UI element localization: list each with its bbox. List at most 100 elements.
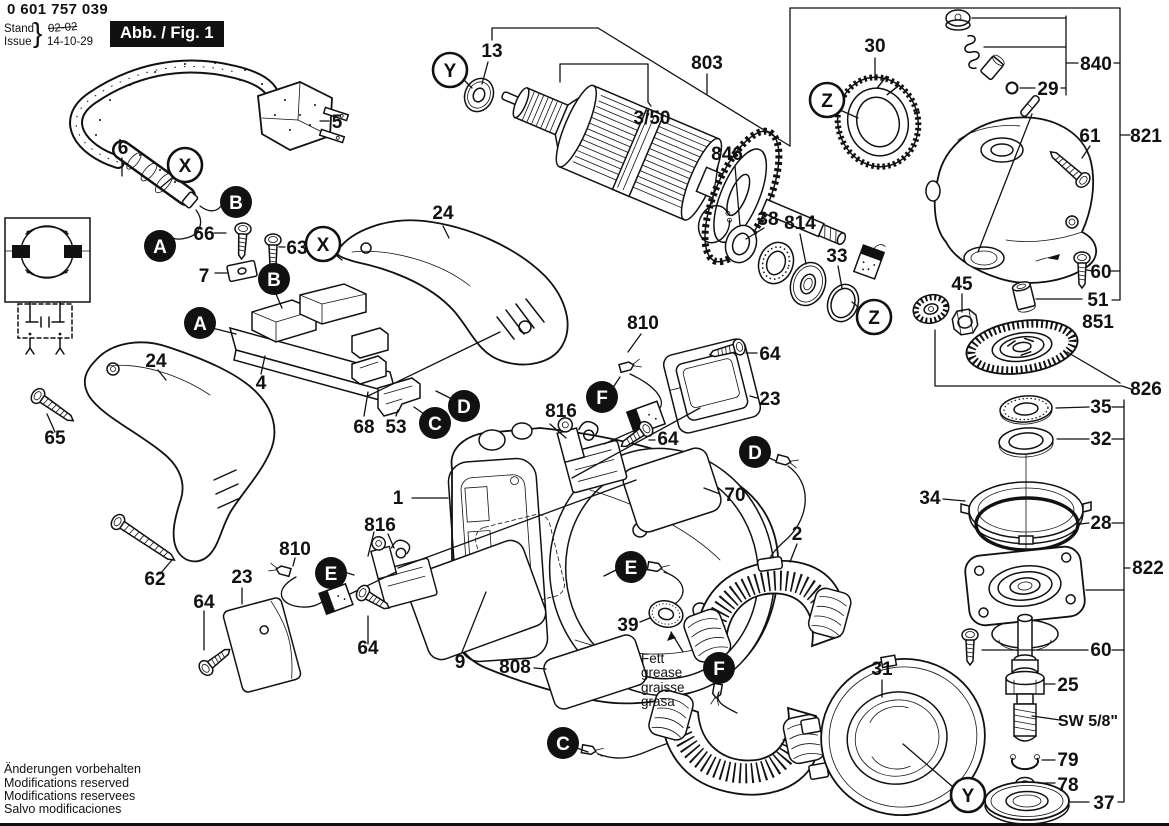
callout-38: 38 — [757, 209, 778, 230]
washer-38 — [724, 224, 758, 264]
document-number: 0 601 757 039 — [7, 1, 109, 18]
svg-text:Z: Z — [821, 91, 833, 112]
power-plug — [257, 81, 350, 151]
callout-826: 826 — [1130, 379, 1162, 400]
footer-note-de: Änderungen vorbehalten — [4, 762, 141, 776]
callout-32: 32 — [1090, 429, 1111, 450]
callout-1: 1 — [393, 488, 404, 509]
gear-housing — [925, 116, 1097, 284]
callout-23-lower: 23 — [231, 567, 252, 588]
marker-A-1: A — [144, 230, 176, 262]
callout-23-upper: 23 — [759, 389, 780, 410]
callout-37: 37 — [1093, 793, 1114, 814]
marker-X-1: X — [166, 146, 204, 184]
callout-64-d: 64 — [759, 344, 781, 365]
spindle-25 — [1005, 613, 1045, 742]
marker-F-2: F — [703, 652, 735, 684]
callout-62: 62 — [144, 569, 165, 590]
svg-text:Y: Y — [962, 786, 975, 807]
callout-810-lower: 810 — [279, 539, 311, 560]
screw-66 — [232, 221, 253, 261]
nameplate-9 — [405, 539, 547, 661]
svg-text:C: C — [556, 734, 570, 755]
callout-2: 2 — [792, 524, 803, 545]
callout-64-b: 64 — [357, 638, 379, 659]
marker-Z-1: Z — [808, 81, 846, 119]
marker-Y-1: Y — [431, 51, 469, 89]
callout-24-top: 24 — [432, 203, 454, 224]
callout-810-upper: 810 — [627, 313, 659, 334]
svg-text:X: X — [179, 156, 192, 177]
spindle-lock-set — [945, 9, 1040, 117]
callout-53: 53 — [385, 417, 406, 438]
callout-4: 4 — [256, 373, 267, 394]
callout-822: 822 — [1132, 558, 1164, 579]
svg-text:C: C — [428, 414, 442, 435]
brace-glyph: } — [33, 17, 43, 48]
callout-814: 814 — [784, 213, 816, 234]
svg-text:E: E — [625, 558, 638, 579]
rubber-ring-33 — [826, 283, 860, 323]
callout-65: 65 — [44, 428, 66, 449]
hex-nut-45 — [951, 308, 979, 336]
marker-F-1: F — [586, 381, 618, 413]
marker-B-2: B — [258, 263, 290, 295]
callout-816-upper: 816 — [545, 401, 577, 422]
ring-32 — [998, 427, 1054, 458]
pinion-gear-45 — [912, 293, 950, 325]
issue-label: Issue — [4, 36, 32, 48]
label-70 — [622, 447, 722, 533]
callout-63: 63 — [286, 238, 307, 259]
screw-60-b — [961, 628, 979, 666]
callout-5: 5 — [332, 112, 343, 133]
assembly-markers: Y X B A X B A Z Z C D F D E E F C Y — [144, 51, 987, 814]
bearing-13 — [463, 77, 495, 113]
marker-Z-2: Z — [855, 298, 893, 336]
retaining-ring-79 — [1010, 754, 1040, 771]
callout-35: 35 — [1090, 397, 1112, 418]
svg-text:A: A — [153, 237, 167, 258]
callout-45: 45 — [951, 274, 973, 295]
footer-note-fr: Modifications reservees — [4, 789, 136, 803]
marker-C-1: C — [419, 407, 451, 439]
callout-60-b: 60 — [1090, 640, 1111, 661]
grease-ring-39 — [648, 600, 684, 628]
screw-65 — [27, 385, 79, 428]
footer-note-es: Salvo modificaciones — [4, 802, 122, 816]
svg-text:F: F — [596, 388, 608, 409]
svg-text:D: D — [457, 397, 471, 418]
callout-816-lower: 816 — [364, 515, 396, 536]
svg-text:B: B — [267, 270, 281, 291]
screw-62 — [107, 511, 180, 568]
grease-line-en: grease — [641, 665, 682, 680]
marker-Y-2: Y — [949, 776, 987, 814]
callout-61: 61 — [1079, 126, 1101, 147]
bearing-35 — [999, 395, 1053, 425]
marker-E-2: E — [615, 551, 647, 583]
handle-side-shell — [83, 341, 276, 563]
screw-64-a — [195, 642, 236, 679]
marker-D-1: D — [448, 390, 480, 422]
callout-6: 6 — [118, 138, 129, 159]
footer-note-en: Modifications reserved — [4, 776, 130, 790]
callout-803: 803 — [691, 53, 723, 74]
bearing-37 — [984, 781, 1070, 825]
callout-3-50: 3/50 — [634, 108, 671, 129]
wiring-diagram — [4, 217, 91, 355]
clamp-7 — [226, 259, 258, 283]
callout-30: 30 — [864, 36, 885, 57]
callout-66: 66 — [193, 224, 214, 245]
issue-date: 14-10-29 — [47, 36, 94, 48]
grease-line-es: grasa — [641, 694, 675, 709]
svg-text:Z: Z — [868, 308, 880, 329]
callout-851: 851 — [1082, 312, 1114, 333]
bearing-814 — [789, 261, 827, 307]
callout-33: 33 — [826, 246, 847, 267]
callout-51: 51 — [1087, 290, 1109, 311]
callout-68: 68 — [353, 417, 374, 438]
callout-64-a: 64 — [193, 592, 215, 613]
callout-846: 846 — [711, 144, 743, 165]
svg-text:F: F — [713, 659, 725, 680]
slider-bracket — [377, 377, 421, 417]
